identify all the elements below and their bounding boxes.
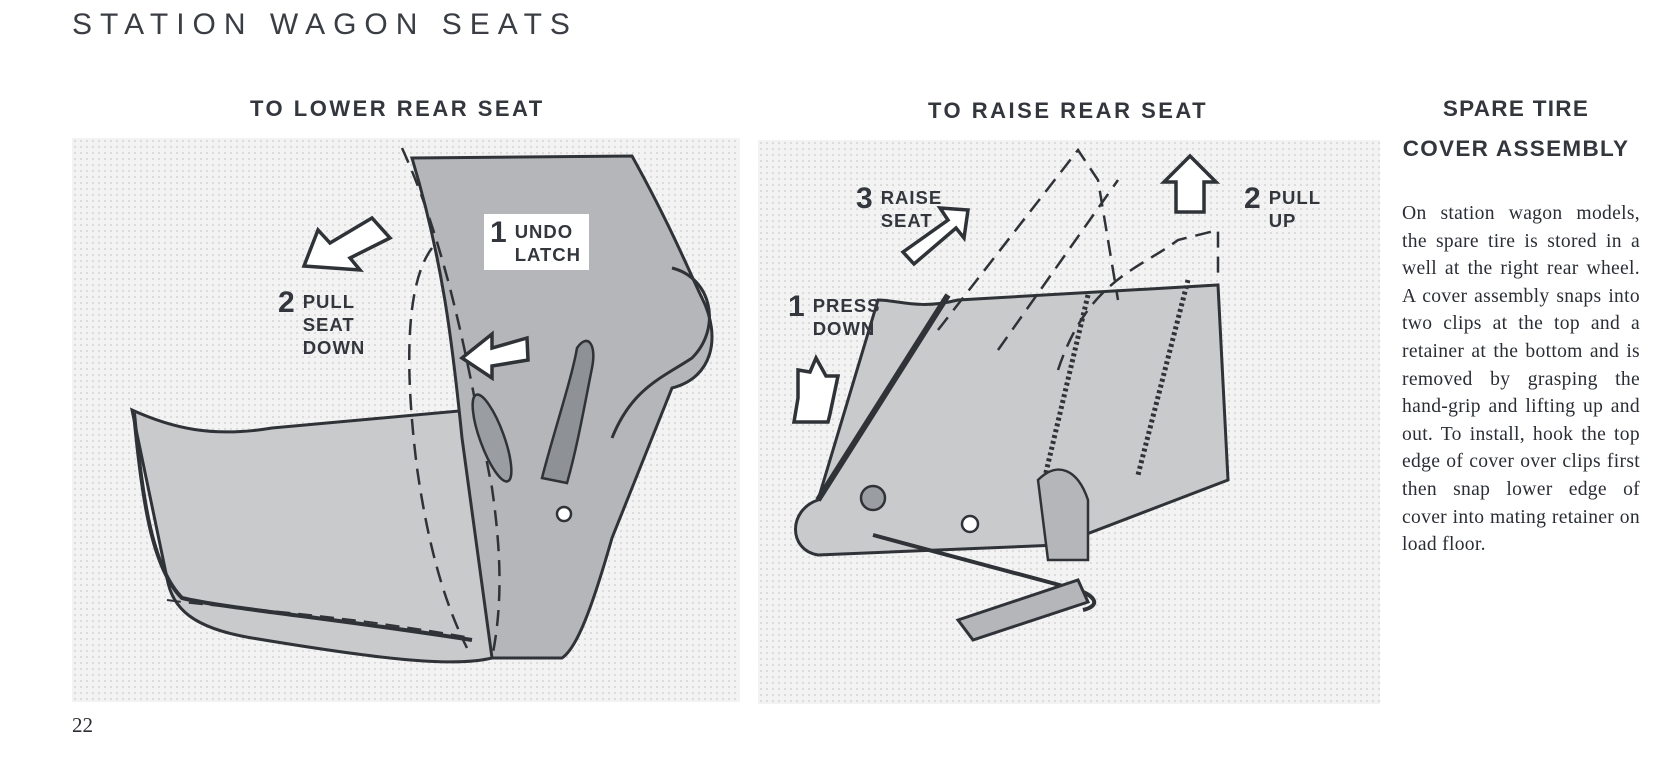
step-raise-seat: 3 RAISE SEAT [856,184,942,232]
seat-edge-dashed [166,599,473,639]
step-number: 3 [856,182,873,215]
seat-lowered [794,283,1230,557]
step-pull-up: 2 PULL UP [1244,184,1321,232]
press-down-arrow-icon [791,354,841,424]
step-number: 1 [490,216,507,249]
step-text: PRESS DOWN [812,295,881,339]
step-text: UNDO LATCH [514,221,581,265]
seat-roll-edge [815,293,951,502]
latch-handle [471,393,513,483]
sidebar-body-text: On station wagon models, the spare tire … [1402,203,1640,556]
latch-bolt [555,505,573,523]
seat-fold-path-dashed [408,247,469,649]
pull-up-arrow-icon [1159,153,1221,214]
hinge-bar-left [1040,294,1091,486]
raised-seat-dashed [937,147,1220,371]
seat-back-roll [610,266,711,439]
step-pull-seat-down: 2 PULL SEAT DOWN [278,288,365,359]
undo-latch-arrow-icon [459,330,530,382]
pull-seat-arrow-icon [301,215,393,273]
page-number: 22 [72,713,93,737]
raise-seat-drawing [791,147,1230,642]
seat-edge [132,412,473,642]
step-number: 1 [788,290,805,323]
seat-back-path-dashed [400,147,501,659]
step-text: RAISE SEAT [880,187,943,231]
pivot-bolt [859,484,887,512]
raise-seat-illustration: 1 PRESS DOWN 2 PULL UP 3 RAISE SEAT [758,140,1380,704]
sidebar-heading-line1: SPARE TIRE [1442,96,1590,121]
seat-cushion [129,406,494,664]
figure-heading-raise-seat: TO RAISE REAR SEAT [928,98,1209,123]
pivot-pin [960,514,980,534]
lower-seat-illustration: 1 UNDO LATCH 2 PULL SEAT DOWN [72,138,740,702]
page-title: STATION WAGON SEATS [72,8,578,41]
lower-seat-drawing [129,147,714,664]
latch-lever [540,339,595,485]
step-number: 2 [278,286,295,319]
floor-bracket [955,578,1091,642]
raise-seat-arrow-icon [900,206,970,267]
step-number: 2 [1244,182,1261,215]
step-text: PULL SEAT DOWN [302,291,366,358]
step-text: PULL UP [1268,187,1321,231]
step-press-down: 1 PRESS DOWN [788,292,880,340]
sidebar-heading-line2: COVER ASSEMBLY [1402,136,1630,161]
spring-mechanism [1036,468,1090,562]
figure-heading-lower-seat: TO LOWER REAR SEAT [250,96,545,121]
step-undo-latch: 1 UNDO LATCH [484,214,589,270]
